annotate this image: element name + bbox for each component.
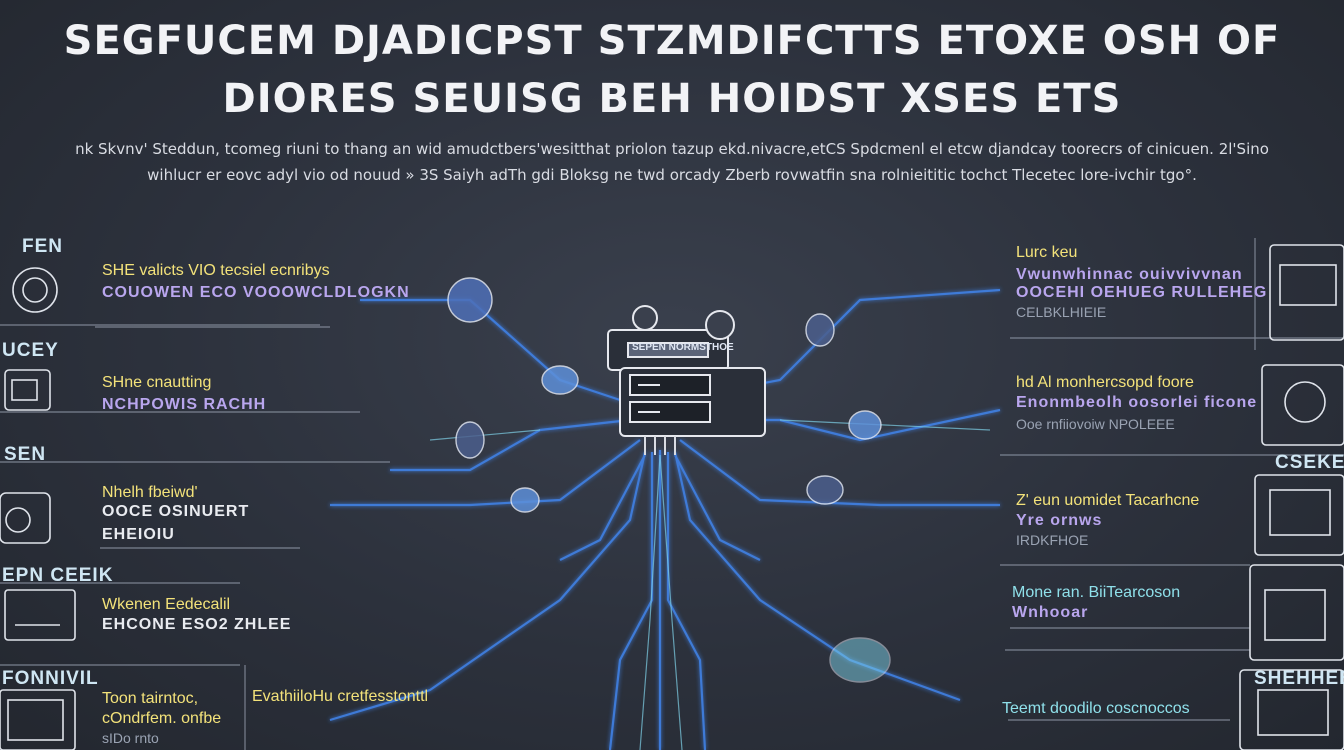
left-connector-lines [0, 324, 390, 750]
network-branches-light [429, 419, 991, 750]
left-icons [0, 267, 76, 750]
right-tag-1: CSEKE [1275, 452, 1344, 473]
left-block-5-line-2: sIDo rnto [102, 730, 159, 746]
left-block-5-line-1: cOndrfem. onfbe [102, 710, 222, 727]
server-connectors [644, 436, 676, 455]
right-block-2-heading: hd Al monhercsopd foore [1016, 374, 1194, 391]
right-tag-2: SHEHHEE [1254, 668, 1344, 689]
right-block-1-line-3: CELBKLHIEIE [1016, 304, 1107, 320]
left-block-1-line-1: COUOWEN ECO VOOOWCLDLOGKN [102, 284, 410, 301]
diagram-title-line-2: DIORES SEUISG BEH HOIDST XSES ETS [222, 76, 1122, 122]
node-gadgets [447, 277, 891, 683]
subtitle-line-1: nk Skvnv' Steddun, tcomeg riuni to thang… [75, 140, 1269, 158]
right-block-5-heading: Teemt doodilo coscnoccos [1002, 700, 1190, 717]
right-connector-lines [1000, 238, 1344, 721]
left-block-3-line-1: OOCE OSINUERT [102, 503, 250, 520]
left-tag-1: FEN [22, 236, 63, 257]
left-block-3-heading: Nhelh fbeiwd' [102, 484, 198, 501]
right-block-3-line-2: IRDKFHOE [1016, 532, 1089, 548]
left-block-4-heading: Wkenen Eedecalil [102, 596, 231, 613]
bottom-branch-label: EvathiiloHu cretfesstonttl [252, 688, 429, 705]
right-block-1-line-1: Vwunwhinnac ouivvivvnan [1016, 266, 1243, 283]
left-tag-3: SEN [4, 444, 47, 465]
right-block-1-line-2: OOCEHI OEHUEG RULLEHEG [1016, 284, 1268, 301]
right-block-4-heading: Mone ran. BiiTearcoson [1012, 584, 1181, 601]
right-block-2-line-2: Ooe rnfiiovoiw NPOLEEE [1016, 416, 1175, 432]
right-block-4-line-1: Wnhooar [1012, 604, 1089, 621]
right-block-3-heading: Z' eun uomidet Tacarhcne [1016, 492, 1200, 509]
left-block-1-heading: SHE valicts VIO tecsiel ecnribys [102, 262, 330, 279]
subtitle-line-2: wihlucr er eovc adyl vio od nouud » 3S S… [147, 166, 1197, 184]
left-block-5-heading: Toon tairntoc, [102, 690, 199, 707]
left-tag-2: UCEY [2, 340, 59, 361]
server-panel-label: SEPEN NORMSTHOE [632, 342, 734, 353]
right-block-2-line-1: Enonmbeolh oosorlei ficone [1016, 394, 1258, 411]
left-block-4-line-1: EHCONE ESO2 ZHLEE [102, 616, 292, 633]
right-block-1-heading: Lurc keu [1016, 244, 1078, 261]
diagram-title-line-1: SEGFUCEM DJADICPST STZMDIFCTTS ETOXE OSH… [63, 18, 1281, 64]
central-server [607, 305, 766, 437]
left-block-2-heading: SHne cnautting [102, 374, 212, 391]
right-block-3-line-1: Yre ornws [1016, 512, 1103, 529]
left-tag-4: EPN CEEIK [2, 565, 114, 586]
right-icons [1239, 244, 1344, 750]
left-tag-5: FONNIVIL [2, 668, 99, 689]
left-block-2-line-1: NCHPOWIS RACHH [102, 396, 267, 413]
left-block-3-line-2: EHEIOIU [102, 526, 175, 543]
